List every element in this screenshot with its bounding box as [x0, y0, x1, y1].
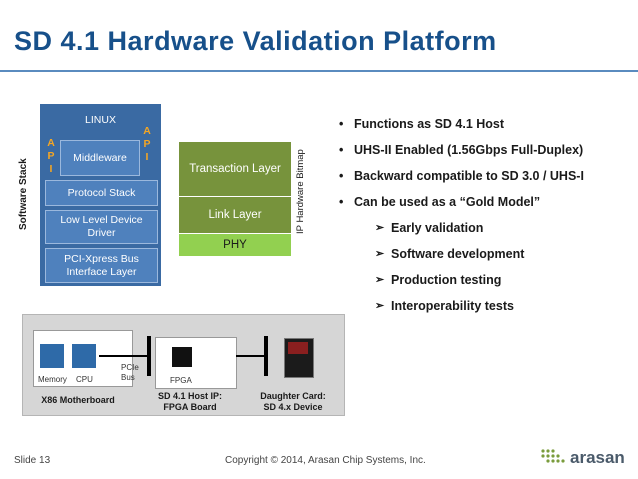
page-title: SD 4.1 Hardware Validation Platform — [14, 26, 497, 56]
arrow-bullet-icon: ➢ — [375, 248, 385, 260]
daughter-card-label: Daughter Card: SD 4.x Device — [260, 391, 326, 412]
fpga-chip — [172, 347, 192, 367]
linux-label: LINUX — [85, 113, 116, 126]
sd-connector-bar — [264, 336, 268, 376]
fpga-board — [155, 337, 237, 389]
list-item: •Backward compatible to SD 3.0 / UHS-I — [339, 169, 584, 183]
list-item: ➢Interoperability tests — [339, 296, 635, 322]
copyright: Copyright © 2014, Arasan Chip Systems, I… — [225, 455, 426, 466]
ip-hardware-bitmap-label: IP Hardware Bitmap — [295, 149, 306, 234]
sd-connector-line — [236, 355, 266, 357]
memory-chip — [40, 344, 64, 368]
pcie-bus-label: PCIe Bus — [121, 363, 139, 382]
arrow-bullet-icon: ➢ — [375, 300, 385, 312]
list-item: ➢Production testing — [339, 270, 635, 296]
list-item: •Functions as SD 4.1 Host — [339, 117, 505, 131]
phy-box: PHY — [179, 234, 291, 256]
cpu-label: CPU — [76, 375, 93, 384]
pcie-bus-layer-box: PCI-Xpress Bus Interface Layer — [45, 248, 158, 283]
api-left-label: A P I — [47, 137, 55, 175]
feature-list: •Functions as SD 4.1 Host •UHS-II Enable… — [339, 114, 635, 322]
transaction-layer-box: Transaction Layer — [179, 142, 291, 196]
pcie-connector-bar — [147, 336, 151, 376]
arasan-logo-icon — [541, 449, 565, 463]
title-divider — [0, 70, 638, 72]
list-item: ➢Early validation — [339, 218, 635, 244]
api-right-label: A P I — [143, 125, 151, 163]
low-level-driver-box: Low Level Device Driver — [45, 210, 158, 244]
motherboard-label: X86 Motherboard — [41, 395, 115, 405]
cpu-chip — [72, 344, 96, 368]
software-stack-label: Software Stack — [18, 158, 29, 230]
slide-number: Slide 13 — [14, 455, 51, 466]
middleware-box: Middleware — [60, 140, 140, 176]
list-item: •UHS-II Enabled (1.56Gbps Full-Duplex) — [339, 143, 584, 157]
memory-label: Memory — [38, 375, 67, 384]
list-item: •Can be used as a “Gold Model” — [339, 195, 541, 209]
host-ip-label: SD 4.1 Host IP: FPGA Board — [157, 391, 222, 412]
pcie-connector-line — [99, 355, 149, 357]
arrow-bullet-icon: ➢ — [375, 274, 385, 286]
arasan-logo: arasan — [540, 447, 630, 471]
protocol-stack-box: Protocol Stack — [45, 180, 158, 206]
arrow-bullet-icon: ➢ — [375, 222, 385, 234]
fpga-label: FPGA — [170, 376, 192, 385]
list-item: ➢Software development — [339, 244, 635, 270]
brand-name: arasan — [570, 448, 625, 467]
x86-board — [33, 330, 133, 387]
link-layer-box: Link Layer — [179, 197, 291, 233]
sd-card-logo — [288, 342, 308, 354]
